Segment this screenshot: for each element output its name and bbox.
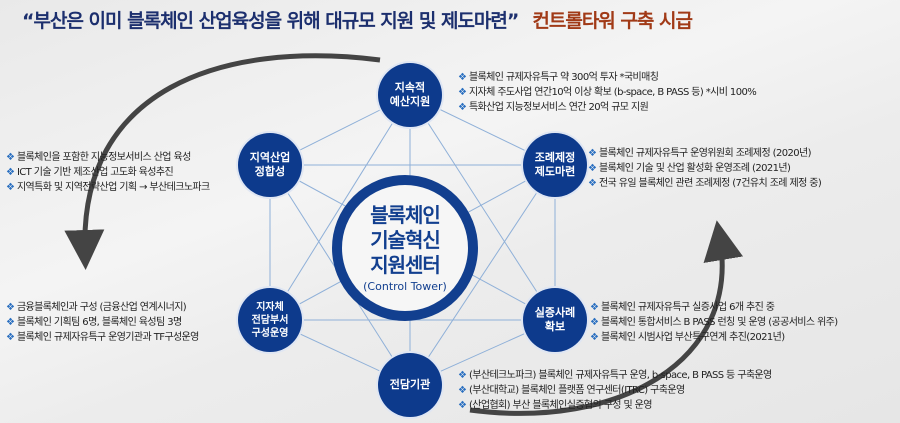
list-item: 블록체인 통합서비스 B PASS 런칭 및 운영 (공공서비스 위주) <box>590 315 838 330</box>
node-demonstration: 실증사례 확보 <box>523 288 587 352</box>
list-budget: 블록체인 규제자유특구 약 300억 투자 *국비매칭지자체 주도사업 연간10… <box>458 70 757 115</box>
headline-quote: “부산은 이미 블록체인 산업육성을 위해 대규모 지원 및 제도마련” <box>22 10 519 32</box>
list-item: 블록체인 규제자유특구 약 300억 투자 *국비매칭 <box>458 70 756 85</box>
list-ordinance: 블록체인 규제자유특구 운영위원회 조례제정 (2020년)블록체인 기술 및 … <box>588 146 822 191</box>
center-line3: 지원센터 <box>370 253 441 277</box>
node-ordinance: 조례제정 제도마련 <box>523 133 587 197</box>
control-tower-circle: 블록체인 기술혁신 지원센터 (Control Tower) <box>332 175 478 321</box>
list-item: 블록체인 기획팀 6명, 블록체인 육성팀 3명 <box>6 315 199 330</box>
node-regional: 지역산업 정합성 <box>238 133 302 197</box>
list-item: (부산테크노파크) 블록체인 규제자유특구 운영, b-space, B PAS… <box>458 368 772 383</box>
list-item: ICT 기술 기반 제조산업 고도화 육성추진 <box>6 165 210 180</box>
headline: “부산은 이미 블록체인 산업육성을 위해 대규모 지원 및 제도마련” 컨트롤타… <box>22 6 693 33</box>
list-item: 블록체인 규제자유특구 운영기관과 TF구성운영 <box>6 330 199 345</box>
list-demonstration: 블록체인 규제자유특구 실증사업 6개 추진 중블록체인 통합서비스 B PAS… <box>590 300 838 345</box>
list-item: 블록체인 규제자유특구 운영위원회 조례제정 (2020년) <box>588 146 821 161</box>
list-item: 특화산업 지능정보서비스 연간 20억 규모 지원 <box>458 100 756 115</box>
node-local-dept: 지자체 전담부서 구성운영 <box>238 288 302 352</box>
list-item: 지역특화 및 지역전략산업 기획 → 부산테크노파크 <box>6 180 210 195</box>
list-item: (산업협회) 부산 블록체인실증협의 구성 및 운영 <box>458 398 772 413</box>
list-agency: (부산테크노파크) 블록체인 규제자유특구 운영, b-space, B PAS… <box>458 368 772 413</box>
list-item: 블록체인을 포함한 지능정보서비스 산업 육성 <box>6 150 210 165</box>
headline-highlight: 컨트롤타워 구축 시급 <box>532 10 693 32</box>
list-item: 전국 유일 블록체인 관련 조례제정 (7건유치 조례 제정 중) <box>588 176 822 191</box>
list-item: 지자체 주도사업 연간10억 이상 확보 (b-space, B PASS 등)… <box>458 85 757 100</box>
list-item: 블록체인 시범사업 부산특구연계 추진(2021년) <box>590 330 838 345</box>
list-item: 블록체인 기술 및 산업 활성화 운영조례 (2021년) <box>588 161 821 176</box>
list-item: 블록체인 규제자유특구 실증사업 6개 추진 중 <box>590 300 838 315</box>
center-sub: (Control Tower) <box>363 280 447 293</box>
list-item: (부산대학교) 블록체인 플랫폼 연구센터(ITRC) 구축운영 <box>458 383 772 398</box>
list-regional: 블록체인을 포함한 지능정보서비스 산업 육성ICT 기술 기반 제조산업 고도… <box>6 150 210 195</box>
center-line2: 기술혁신 <box>370 228 441 252</box>
list-local-dept: 금융블록체인과 구성 (금융산업 연계시너지)블록체인 기획팀 6명, 블록체인… <box>6 300 199 345</box>
node-agency: 전담기관 <box>378 353 442 417</box>
center-line1: 블록체인 <box>370 203 441 227</box>
node-budget: 지속적 예산지원 <box>378 63 442 127</box>
list-item: 금융블록체인과 구성 (금융산업 연계시너지) <box>6 300 199 315</box>
